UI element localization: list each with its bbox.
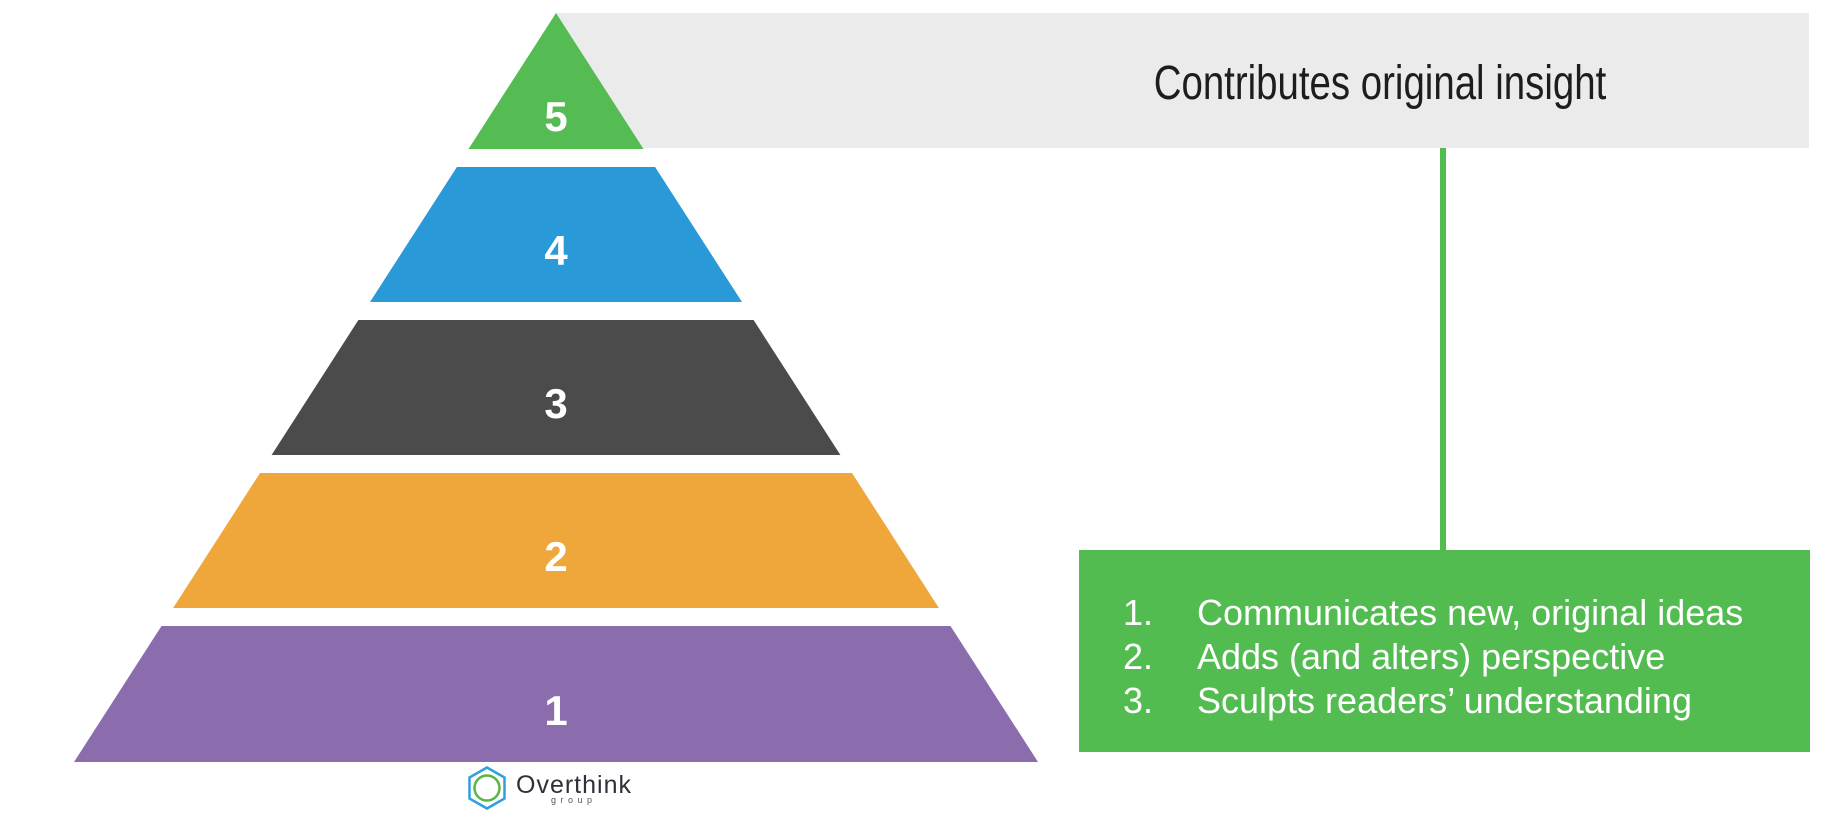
pyramid-level-4 xyxy=(370,167,742,302)
overthink-logo-icon xyxy=(467,766,507,810)
item-number: 3. xyxy=(1123,680,1154,721)
callout-box: 1. Communicates new, original ideas 2. A… xyxy=(1079,550,1810,752)
list-item: 1. Communicates new, original ideas xyxy=(1123,591,1810,635)
list-item: 3. Sculpts readers’ understanding xyxy=(1123,679,1810,723)
logo-subtitle: group xyxy=(551,795,597,805)
level-number-2: 2 xyxy=(544,533,567,580)
hexagon-icon xyxy=(468,766,506,810)
pyramid-diagram: 5 4 3 2 1 xyxy=(74,13,1038,762)
list-item: 2. Adds (and alters) perspective xyxy=(1123,635,1810,679)
circle-icon xyxy=(473,774,501,802)
pyramid-level-3 xyxy=(271,320,841,455)
connector-line xyxy=(1440,148,1446,550)
callout-list: 1. Communicates new, original ideas 2. A… xyxy=(1079,591,1810,723)
level-number-5: 5 xyxy=(544,93,567,140)
pyramid-level-1 xyxy=(74,626,1038,762)
level-number-4: 4 xyxy=(544,227,568,274)
callout-title: Contributes original insight xyxy=(1153,57,1607,110)
level-number-1: 1 xyxy=(544,687,567,734)
item-number: 2. xyxy=(1123,636,1154,677)
item-text: Communicates new, original ideas xyxy=(1197,592,1744,633)
callout-band xyxy=(556,13,1809,148)
item-text: Sculpts readers’ understanding xyxy=(1197,680,1692,721)
pyramid-level-2 xyxy=(173,473,939,608)
level-number-3: 3 xyxy=(544,380,567,427)
logo-name: Overthink xyxy=(516,771,632,799)
item-number: 1. xyxy=(1123,592,1154,633)
pyramid-level-5 xyxy=(468,13,644,149)
item-text: Adds (and alters) perspective xyxy=(1197,636,1666,677)
